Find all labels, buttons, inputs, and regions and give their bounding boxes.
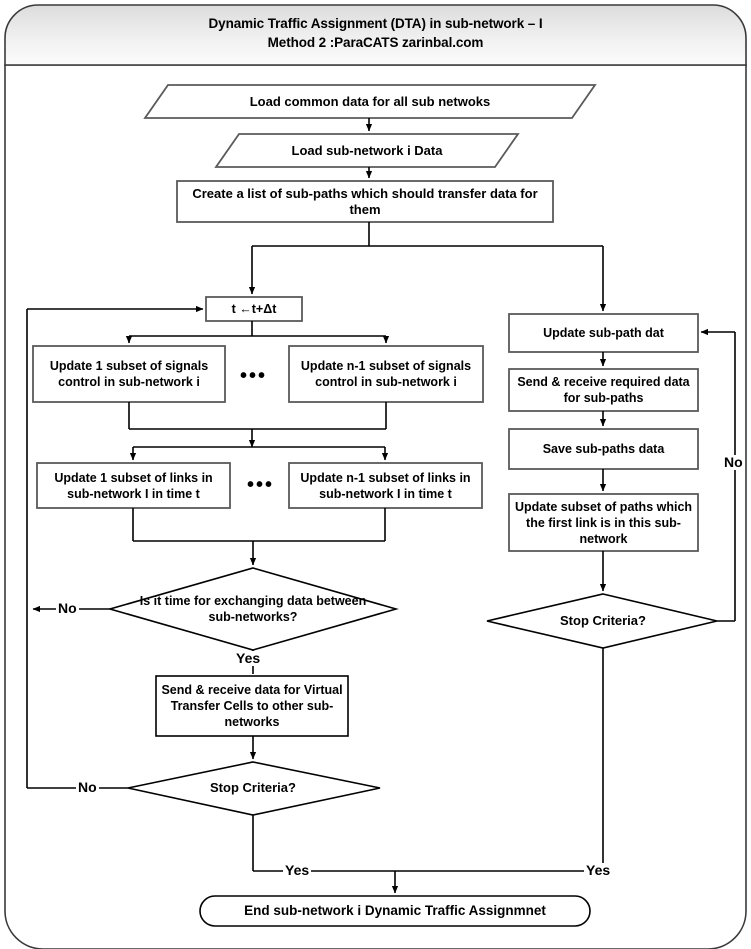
node-signals-first	[32, 345, 226, 403]
node-end-terminator	[199, 895, 591, 927]
links-ellipsis-icon: •••	[247, 474, 275, 496]
signals-ellipsis-icon: •••	[240, 365, 268, 387]
edge-label-exchange-yes: Yes	[234, 650, 263, 666]
node-send-vtc	[155, 675, 349, 737]
node-update-first-link-paths	[508, 493, 699, 552]
node-load-subnetwork-data	[214, 133, 520, 168]
node-links-last	[288, 462, 483, 509]
edge-label-stopright-yes: Yes	[584, 862, 613, 878]
edge-label-stopleft-yes: Yes	[283, 862, 312, 878]
title-line-2: Method 2 :ParaCATS zarinbal.com	[267, 35, 484, 50]
page-title: Dynamic Traffic Assignment (DTA) in sub-…	[0, 14, 751, 52]
node-save-subpaths-data	[508, 428, 699, 470]
title-banner	[4, 4, 747, 66]
edge-label-exchange-no: No	[56, 600, 79, 616]
node-signals-last	[288, 345, 484, 403]
node-links-first	[36, 462, 231, 509]
edge-label-stopleft-no: No	[76, 779, 99, 795]
node-send-required-data	[508, 368, 699, 412]
node-time-step	[205, 296, 303, 322]
node-create-list	[176, 180, 554, 223]
title-line-1: Dynamic Traffic Assignment (DTA) in sub-…	[208, 16, 543, 31]
edge-label-stopright-no: No	[722, 454, 745, 470]
node-load-common-data	[143, 84, 597, 119]
node-update-subpath-data	[508, 313, 699, 353]
